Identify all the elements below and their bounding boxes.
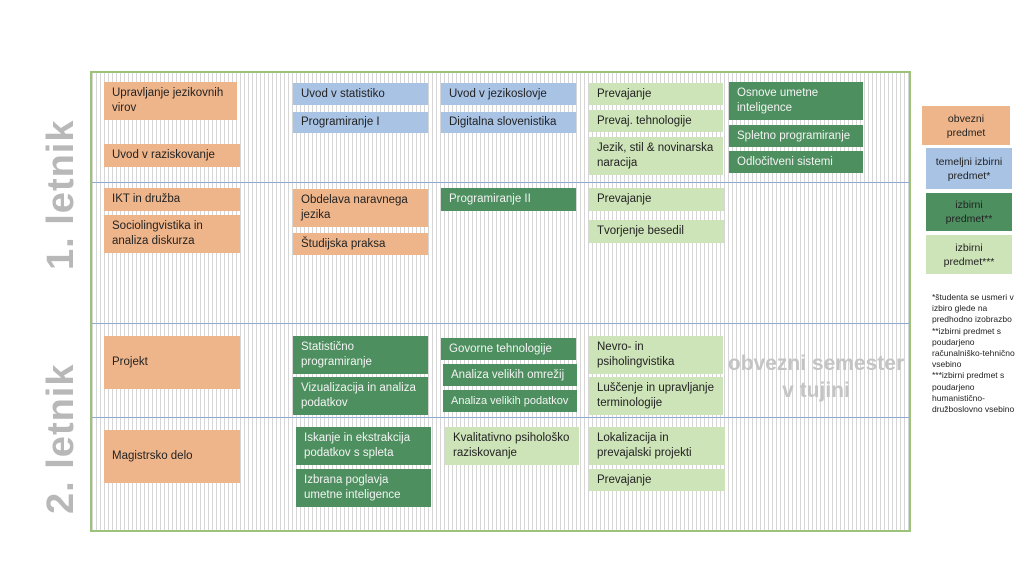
- course-uvod-v-jezikoslovje[interactable]: Uvod v jezikoslovje: [441, 83, 576, 105]
- year-2-label: 2. letnik: [40, 363, 82, 515]
- course-izbrana-poglavja-ui[interactable]: Izbrana poglavja umetne inteligence: [296, 469, 431, 507]
- course-govorne-tehnologije[interactable]: Govorne tehnologije: [441, 338, 576, 360]
- course-osnove-umetne-inteligence[interactable]: Osnove umetne inteligence: [729, 82, 863, 120]
- course-lokalizacija[interactable]: Lokalizacija in prevajalski projekti: [589, 427, 725, 465]
- semester-divider-1: [92, 182, 909, 183]
- course-ikt-in-druzba[interactable]: IKT in družba: [104, 188, 240, 211]
- course-digitalna-slovenistika[interactable]: Digitalna slovenistika: [441, 112, 576, 133]
- course-prevaj-tehnologije[interactable]: Prevaj. tehnologije: [589, 110, 723, 132]
- legend-izbirni-hum: izbirni predmet***: [926, 235, 1012, 274]
- course-prevajanje-3[interactable]: Prevajanje: [589, 469, 725, 491]
- legend-izbirni-tech: izbirni predmet**: [926, 193, 1012, 231]
- course-uvod-v-statistiko[interactable]: Uvod v statistiko: [293, 83, 428, 105]
- course-kvalitativno-raziskovanje[interactable]: Kvalitativno psihološko raziskovanje: [445, 427, 579, 465]
- note-2: **izbirni predmet s poudarjeno računalni…: [932, 325, 1015, 370]
- course-statisticno-programiranje[interactable]: Statistično programiranje: [293, 336, 428, 374]
- course-analiza-velikih-podatkov[interactable]: Analiza velikih podatkov: [443, 390, 577, 412]
- course-sociolingvistika[interactable]: Sociolingvistika in analiza diskurza: [104, 215, 240, 253]
- year-divider: [92, 323, 909, 324]
- course-nevro-psiholingvistika[interactable]: Nevro- in psiholingvistika: [589, 336, 723, 374]
- abroad-semester-note: obvezni semester v tujini: [727, 352, 905, 402]
- year-1-label: 1. letnik: [40, 119, 82, 271]
- course-tvorjenje-besedil[interactable]: Tvorjenje besedil: [589, 220, 724, 243]
- course-luscenje-terminologije[interactable]: Luščenje in upravljanje terminologije: [589, 377, 723, 415]
- course-uvod-v-raziskovanje[interactable]: Uvod v raziskovanje: [104, 144, 240, 167]
- course-studijska-praksa[interactable]: Študijska praksa: [293, 233, 428, 255]
- course-magistrsko-delo[interactable]: Magistrsko delo: [104, 430, 240, 483]
- course-prevajanje[interactable]: Prevajanje: [589, 83, 723, 105]
- course-vizualizacija-podatkov[interactable]: Vizualizacija in analiza podatkov: [293, 377, 428, 415]
- note-3: ***izbirni predmet s poudarjeno humanist…: [932, 370, 1015, 415]
- course-prevajanje-2[interactable]: Prevajanje: [589, 188, 724, 211]
- course-programiranje-2[interactable]: Programiranje II: [441, 188, 576, 211]
- legend-obvezni: obvezni predmet: [922, 106, 1010, 145]
- course-analiza-velikih-omrezij[interactable]: Analiza velikih omrežij: [443, 364, 577, 386]
- semester-divider-2: [92, 417, 909, 418]
- course-upravljanje-jezikovnih-virov[interactable]: Upravljanje jezikovnih virov: [104, 82, 237, 120]
- course-iskanje-ekstrakcija[interactable]: Iskanje in ekstrakcija podatkov s spleta: [296, 427, 431, 465]
- course-obdelava-naravnega-jezika[interactable]: Obdelava naravnega jezika: [293, 189, 428, 227]
- note-1: *študenta se usmeri v izbiro glede na pr…: [932, 292, 1014, 325]
- legend-temeljni: temeljni izbirni predmet*: [926, 148, 1012, 189]
- course-programiranje-1[interactable]: Programiranje I: [293, 112, 428, 133]
- course-odlocitveni-sistemi[interactable]: Odločitveni sistemi: [729, 151, 863, 173]
- legend-notes: *študenta se usmeri v izbiro glede na pr…: [932, 292, 1022, 415]
- course-jezik-stil-naracija[interactable]: Jezik, stil & novinarska naracija: [589, 137, 723, 175]
- course-spletno-programiranje[interactable]: Spletno programiranje: [729, 125, 863, 147]
- course-projekt[interactable]: Projekt: [104, 336, 240, 389]
